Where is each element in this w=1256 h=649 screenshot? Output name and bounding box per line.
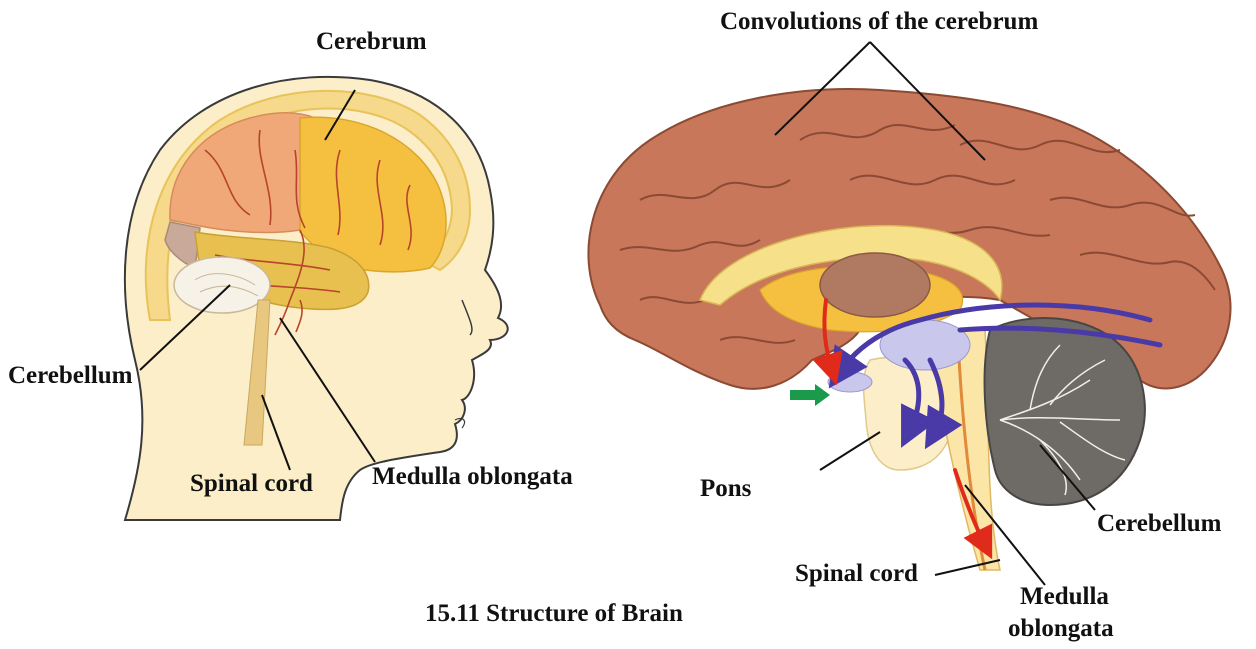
label-medulla-line1: Medulla [1020,583,1109,611]
label-cerebrum: Cerebrum [316,28,427,56]
label-spinal-cord-head: Spinal cord [190,470,313,498]
pathway-arrow-green [790,384,830,406]
figure-caption: 15.11 Structure of Brain [425,600,683,628]
label-cerebellum-section: Cerebellum [1097,510,1222,538]
label-spinal-cord-section: Spinal cord [795,560,918,588]
thalamus [820,253,930,317]
label-medulla-line2: oblongata [1008,615,1114,643]
cerebellum-shape [174,257,270,313]
brain-section-illustration [588,89,1230,570]
head-illustration [125,77,508,520]
label-convolutions: Convolutions of the cerebrum [720,8,1038,36]
label-medulla-head: Medulla oblongata [372,463,573,491]
label-cerebellum-head: Cerebellum [8,362,133,390]
label-pons: Pons [700,475,751,503]
